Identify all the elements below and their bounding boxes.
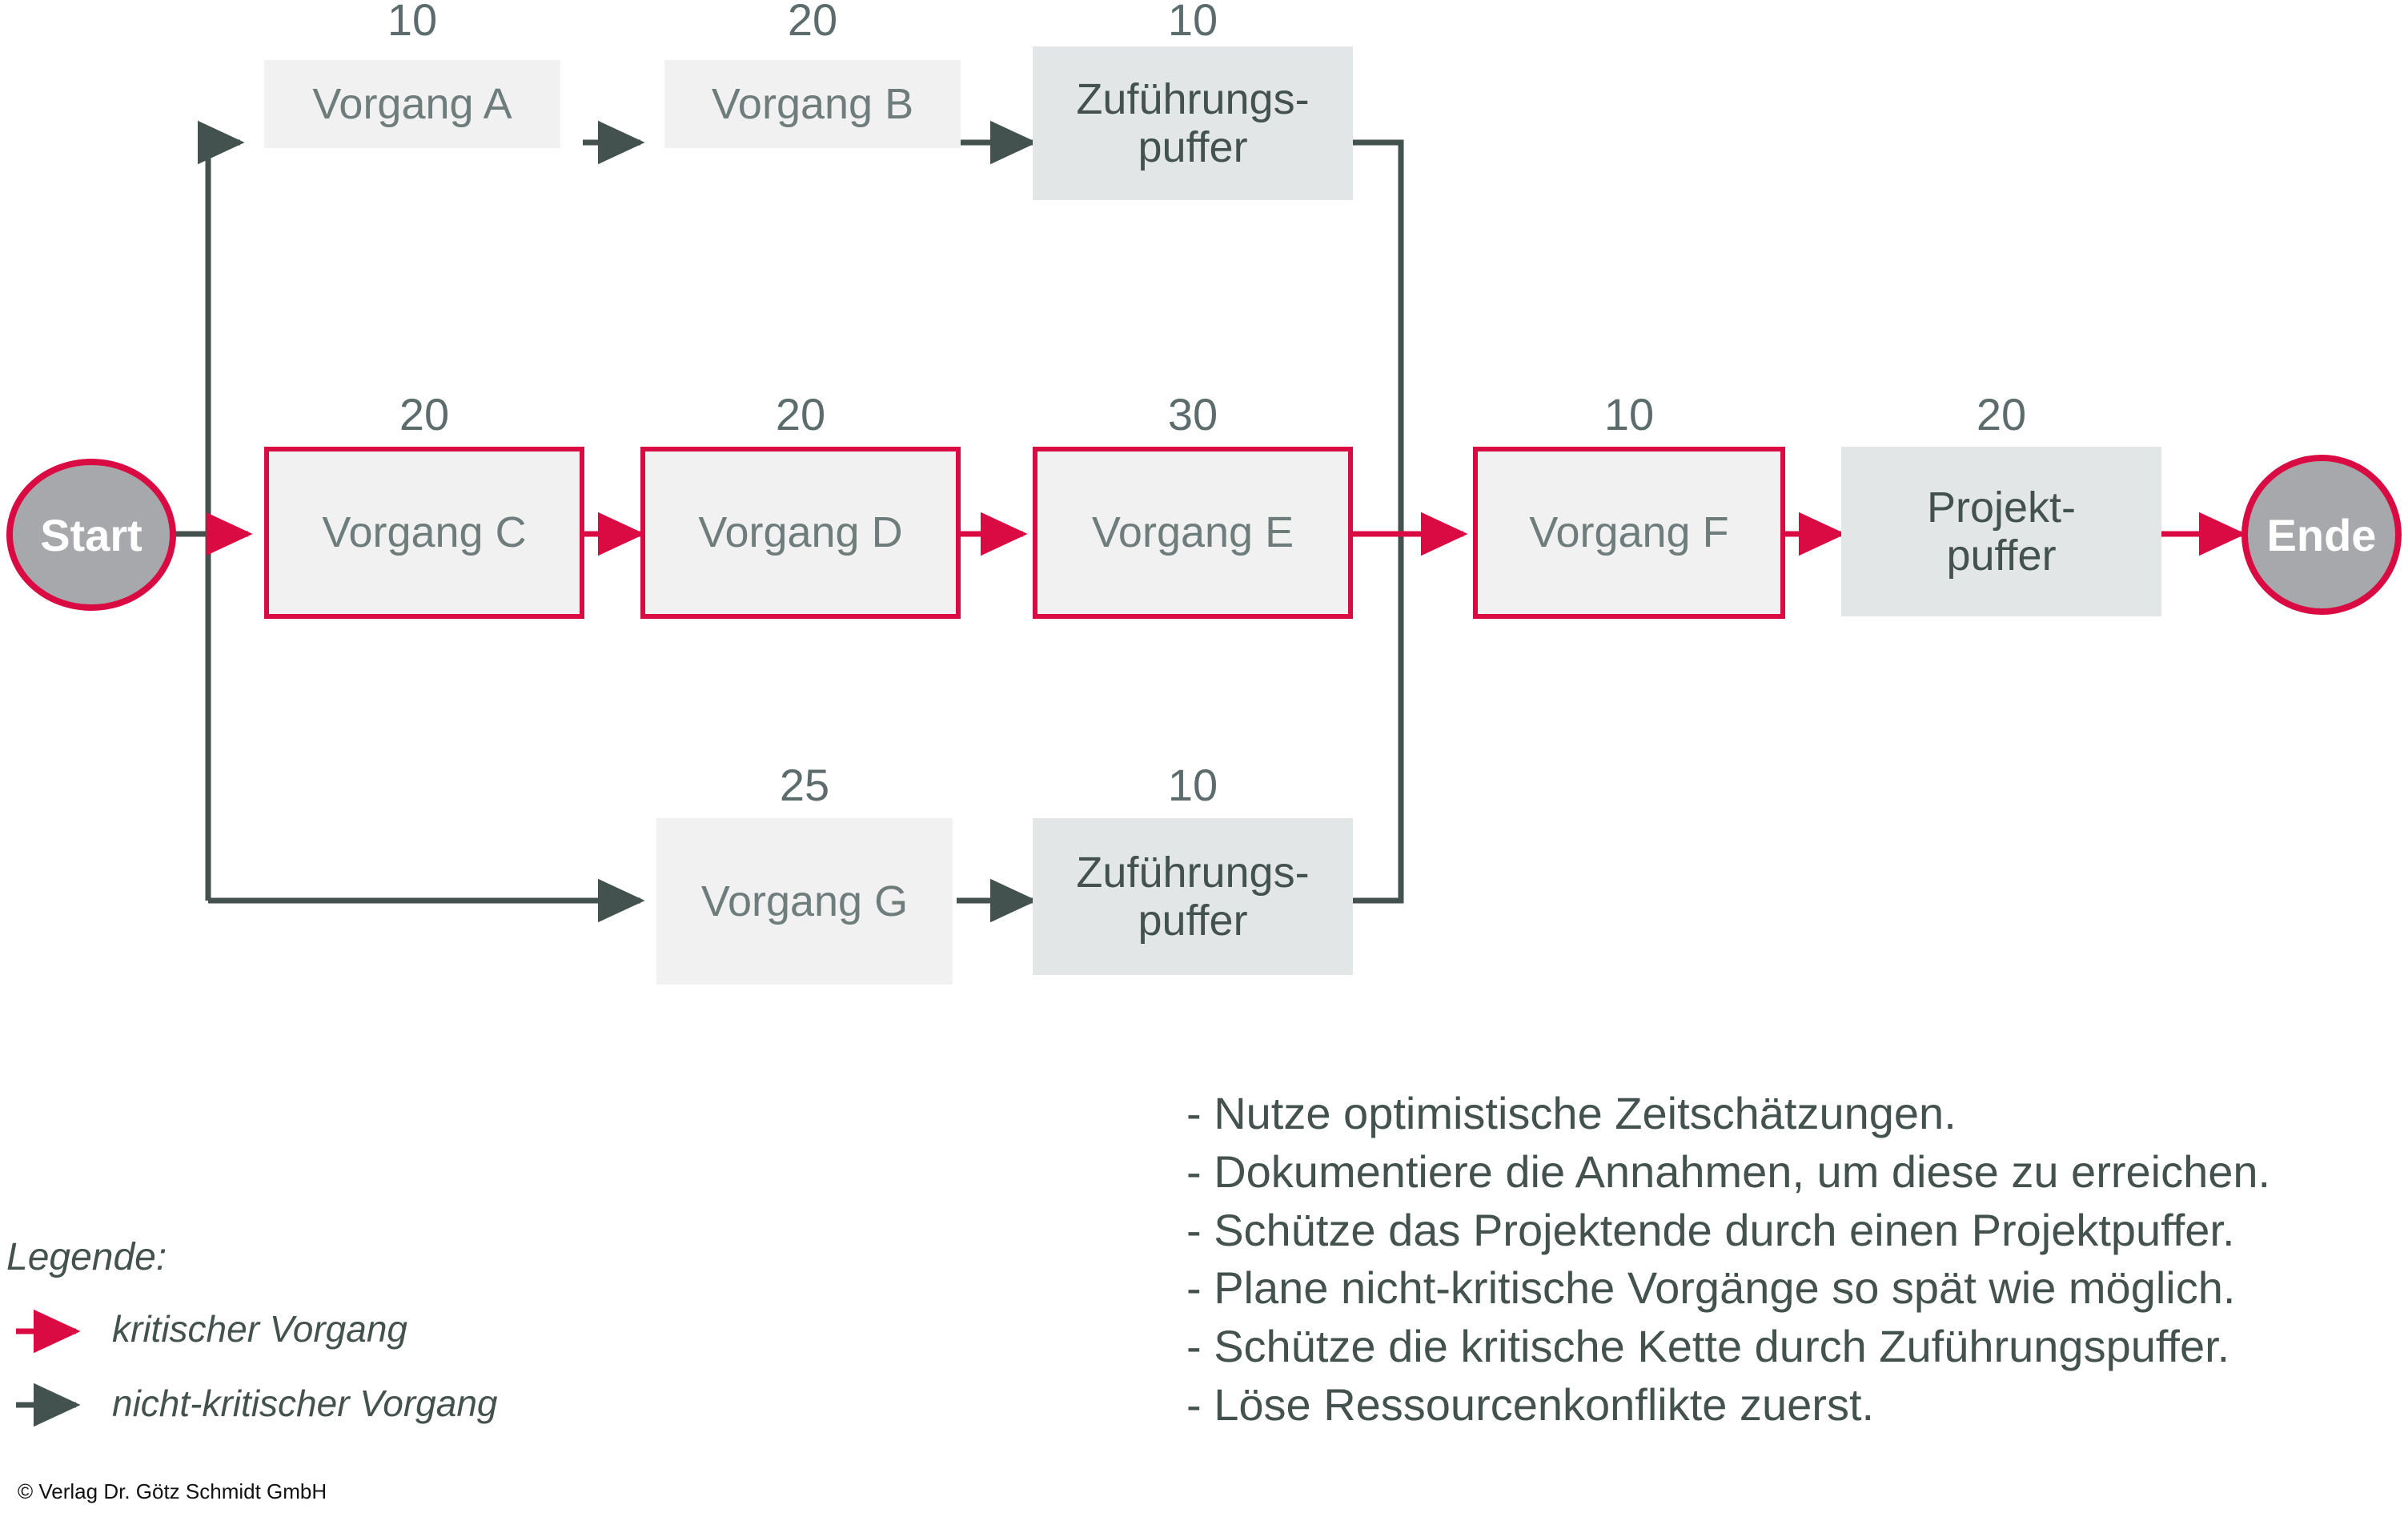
node-feeding-buffer-top-line1: Zuführungs-: [1076, 74, 1310, 123]
notes-list: - Nutze optimistische Zeitschätzungen. -…: [1186, 1085, 2270, 1435]
node-project-buffer[interactable]: Projekt- puffer: [1841, 447, 2161, 616]
node-vorgang-c[interactable]: Vorgang C: [264, 447, 584, 619]
start-node-label: Start: [40, 509, 142, 560]
duration-g: 25: [779, 760, 830, 810]
node-vorgang-f-label: Vorgang F: [1529, 508, 1729, 557]
node-vorgang-a[interactable]: Vorgang A: [264, 60, 560, 148]
note-item-5: - Schütze die kritische Kette durch Zufü…: [1186, 1321, 2230, 1372]
duration-project-buffer: 20: [1976, 389, 2027, 439]
duration-b: 20: [787, 0, 838, 45]
node-vorgang-g-label: Vorgang G: [700, 877, 909, 925]
legend-label-critical: kritischer Vorgang: [112, 1308, 408, 1350]
note-item-6: - Löse Ressourcenkonflikte zuerst.: [1186, 1379, 1875, 1430]
node-vorgang-c-label: Vorgang C: [322, 508, 527, 557]
duration-feeding-buffer-top: 10: [1167, 0, 1218, 45]
node-vorgang-b[interactable]: Vorgang B: [664, 60, 961, 148]
node-vorgang-d[interactable]: Vorgang D: [640, 447, 961, 619]
node-feeding-buffer-bottom-line1: Zuführungs-: [1076, 848, 1310, 897]
legend-title: Legende:: [6, 1236, 167, 1278]
node-feeding-buffer-bottom[interactable]: Zuführungs- puffer: [1033, 818, 1353, 975]
node-project-buffer-line1: Projekt-: [1926, 483, 2077, 532]
node-vorgang-d-label: Vorgang D: [698, 508, 903, 557]
node-vorgang-a-label: Vorgang A: [312, 79, 512, 128]
edge-start-split: [175, 142, 211, 901]
duration-feeding-buffer-bottom: 10: [1167, 760, 1218, 810]
start-node[interactable]: Start: [6, 459, 176, 611]
end-node[interactable]: Ende: [2241, 455, 2402, 615]
duration-a: 10: [387, 0, 438, 45]
node-vorgang-f[interactable]: Vorgang F: [1473, 447, 1785, 619]
end-node-label: Ende: [2266, 509, 2377, 560]
node-feeding-buffer-bottom-line2: puffer: [1138, 897, 1248, 945]
duration-e: 30: [1167, 389, 1218, 439]
note-item-4: - Plane nicht-kritische Vorgänge so spät…: [1186, 1262, 2236, 1314]
duration-c: 20: [399, 389, 450, 439]
duration-d: 20: [775, 389, 826, 439]
node-vorgang-g[interactable]: Vorgang G: [656, 818, 953, 985]
node-feeding-buffer-top-line2: puffer: [1138, 123, 1248, 171]
legend-label-noncritical: nicht-kritischer Vorgang: [112, 1383, 498, 1424]
node-vorgang-e-label: Vorgang E: [1091, 508, 1294, 557]
node-project-buffer-line2: puffer: [1946, 532, 2057, 580]
edge-feedbottom-to-merge: [1353, 534, 1404, 904]
node-feeding-buffer-top[interactable]: Zuführungs- puffer: [1033, 46, 1353, 200]
node-vorgang-e[interactable]: Vorgang E: [1033, 447, 1353, 619]
node-vorgang-b-label: Vorgang B: [711, 79, 914, 128]
note-item-1: - Nutze optimistische Zeitschätzungen.: [1186, 1088, 1956, 1138]
copyright-text: © Verlag Dr. Götz Schmidt GmbH: [18, 1479, 327, 1503]
duration-f: 10: [1603, 389, 1655, 439]
note-item-3: - Schütze das Projektende durch einen Pr…: [1186, 1204, 2235, 1255]
note-item-2: - Dokumentiere die Annahmen, um diese zu…: [1186, 1146, 2271, 1197]
edge-feedtop-to-merge: [1353, 139, 1404, 534]
